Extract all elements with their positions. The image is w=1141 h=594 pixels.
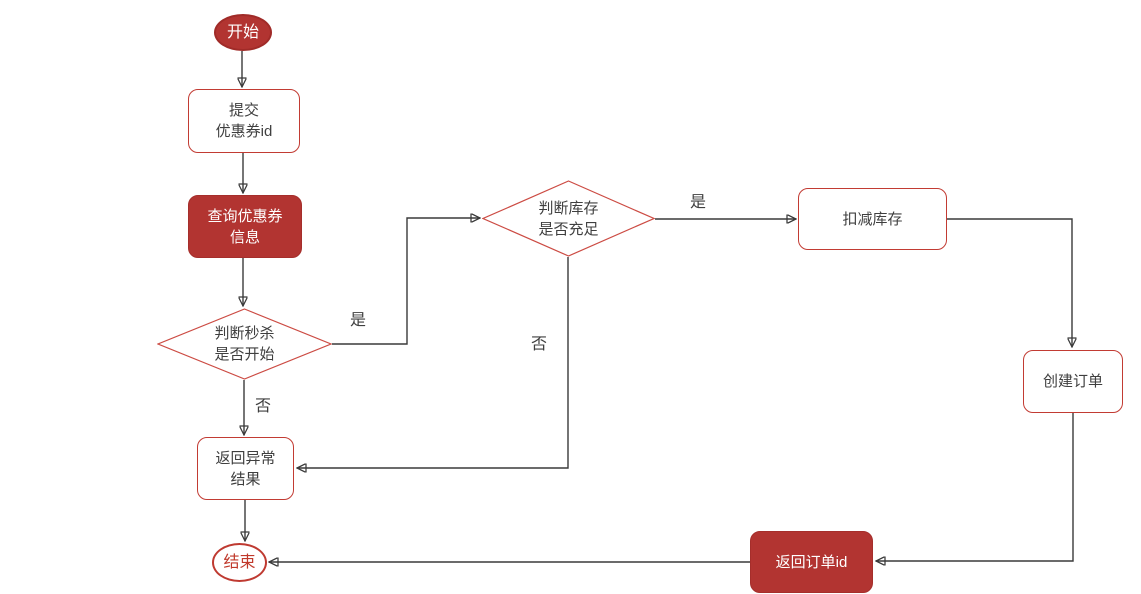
edge-create-order-to-return-order: [876, 413, 1074, 561]
node-check-seckill-line1: 判断秒杀: [214, 325, 275, 342]
node-return-error-line2: 结果: [230, 470, 261, 488]
node-query-coupon-line2: 信息: [229, 228, 260, 246]
node-check-seckill-label: 判断秒杀 是否开始: [157, 308, 332, 380]
diamond-shape: [482, 180, 655, 257]
node-check-seckill-line2: 是否开始: [214, 346, 275, 363]
edge-label-seckill-yes: 是: [350, 312, 367, 329]
node-create-order-label: 创建订单: [1042, 373, 1103, 390]
edge-label-stock-yes: 是: [690, 194, 707, 211]
node-check-stock-line1: 判断库存: [538, 199, 599, 217]
diamond-shape: [157, 308, 332, 380]
node-start-label: 开始: [226, 24, 259, 41]
node-check-seckill: 判断秒杀 是否开始: [157, 308, 332, 380]
node-check-stock: 判断库存 是否充足: [482, 180, 655, 257]
node-return-order-id: 返回订单id: [750, 531, 873, 593]
node-deduct-stock: 扣减库存: [798, 188, 947, 250]
node-end-label: 结束: [223, 554, 256, 571]
node-query-coupon: 查询优惠券 信息: [188, 195, 302, 258]
edge-deduct-to-create-order: [947, 218, 1072, 347]
node-return-error: 返回异常 结果: [197, 437, 294, 500]
node-create-order: 创建订单: [1023, 350, 1123, 413]
node-check-stock-line2: 是否充足: [538, 220, 599, 238]
node-submit-coupon-line1: 提交: [228, 102, 259, 119]
node-check-stock-label: 判断库存 是否充足: [482, 180, 655, 257]
edge-label-stock-no: 否: [531, 336, 548, 353]
edge-label-seckill-no: 否: [255, 398, 272, 415]
node-end: 结束: [212, 543, 267, 582]
node-return-order-id-label: 返回订单id: [775, 553, 848, 571]
node-query-coupon-line1: 查询优惠券: [207, 207, 283, 225]
edge-stock-no-to-return-error: [297, 257, 569, 468]
node-deduct-stock-label: 扣减库存: [842, 210, 903, 228]
node-submit-coupon-line2: 优惠券id: [215, 123, 273, 140]
node-return-error-line1: 返回异常: [215, 449, 276, 467]
node-submit-coupon: 提交 优惠券id: [188, 89, 300, 153]
node-start: 开始: [214, 14, 272, 51]
